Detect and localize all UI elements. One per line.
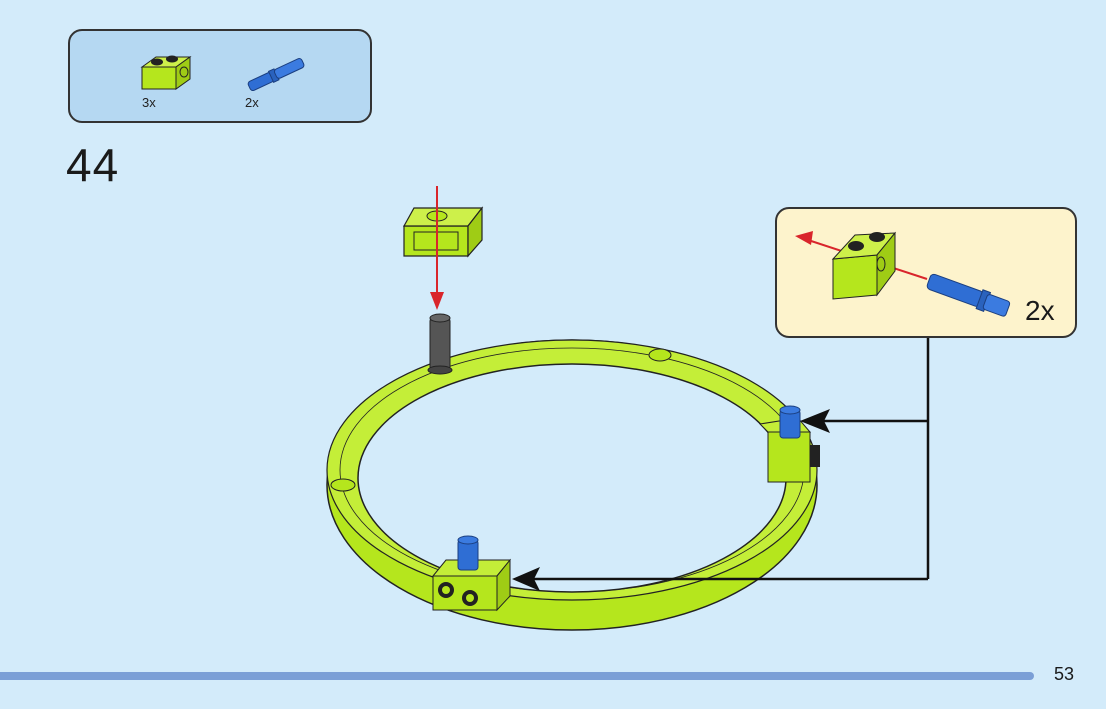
insertion-arrow-icon xyxy=(430,186,444,310)
blue-pin-part-icon xyxy=(247,58,305,91)
footer-bar xyxy=(0,672,1034,680)
lime-brick-front xyxy=(431,535,512,612)
red-direction-arrow-icon xyxy=(795,231,813,245)
lime-brick-falling xyxy=(402,206,484,258)
lime-ring-piece xyxy=(326,339,818,631)
arrow-front-brick-icon xyxy=(512,567,540,591)
parts-list-box: 3x 2x xyxy=(68,29,372,123)
arrow-right-brick-icon xyxy=(800,409,830,433)
part-count-lime-brick: 3x xyxy=(142,95,156,110)
callout-quantity: 2x xyxy=(1025,295,1055,326)
sub-assembly-callout: 2x xyxy=(775,207,1077,338)
step-number: 44 xyxy=(66,139,120,191)
lime-brick-right xyxy=(758,405,820,483)
page-number: 53 xyxy=(1054,664,1075,684)
gray-pin xyxy=(427,313,453,375)
callout-illustration xyxy=(795,231,1011,317)
callout-pointer-lines xyxy=(512,338,930,591)
lime-brick-part-icon xyxy=(140,55,192,90)
part-count-blue-pin: 2x xyxy=(245,95,259,110)
